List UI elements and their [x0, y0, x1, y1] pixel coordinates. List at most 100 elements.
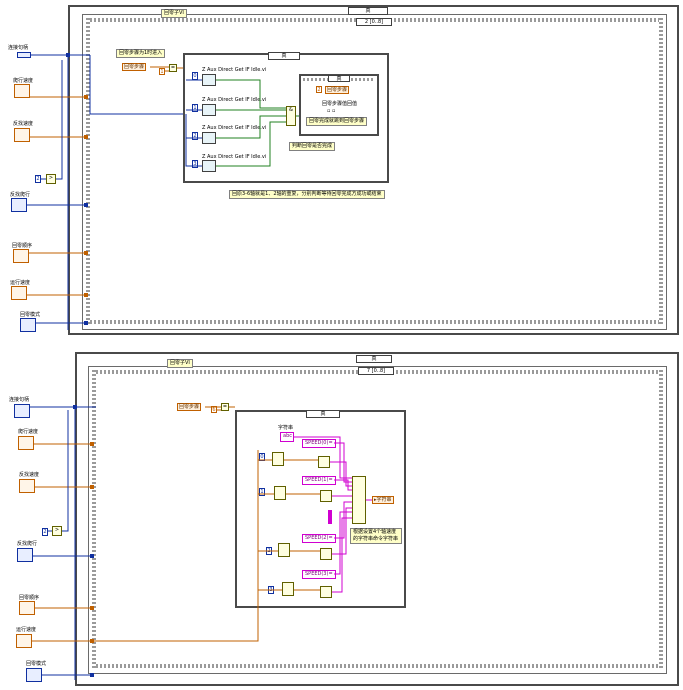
bottom-inner-case-true: 真 [320, 411, 326, 417]
top-wire-step [150, 66, 183, 72]
top-compound-and: & [286, 106, 296, 126]
bottom-while-loop [75, 352, 679, 686]
bottom-inner-case-selector[interactable]: 真 [306, 410, 340, 418]
top-tunnel-handle [66, 53, 70, 57]
top-case-true-label: 真 [365, 8, 371, 14]
top-subvi-3[interactable] [202, 160, 216, 172]
bottom-control-reverse-creep[interactable] [17, 548, 33, 562]
top-tunnel-reverse-creep [84, 203, 88, 207]
top-wire-select [41, 60, 63, 180]
bottom-control-label-reverse-creep: 反找爬行 [17, 541, 38, 547]
top-const-two-left: 2 [35, 175, 41, 183]
top-tunnel-order [84, 251, 88, 255]
top-innermost-selector[interactable]: 真 [328, 75, 350, 82]
bottom-control-label-handle: 连接句柄 [9, 397, 30, 403]
top-equal-operator: = [169, 64, 177, 72]
bottom-control-run[interactable] [16, 634, 32, 648]
bottom-wire-select [48, 410, 69, 532]
top-control-mode[interactable] [20, 318, 36, 332]
bottom-wire-run [32, 450, 259, 642]
top-control-label-creep: 爬行速度 [13, 78, 34, 84]
bottom-wire-speed3 [334, 511, 352, 575]
bottom-wire-step [205, 406, 235, 411]
bottom-wire-idx-out [284, 459, 320, 591]
top-control-label-handle: 连接句柄 [8, 45, 29, 51]
top-case-true-selector[interactable]: 真 [348, 7, 388, 15]
top-control-creep[interactable] [14, 84, 30, 98]
top-control-label-run: 运行速度 [10, 280, 31, 286]
top-select-operator: > [46, 174, 56, 184]
bottom-tunnel-reverse-creep [90, 554, 94, 558]
top-inner-case-selector[interactable]: 真 [268, 52, 300, 60]
top-wire-handle-inner [89, 55, 183, 115]
top-control-run[interactable] [11, 286, 27, 300]
top-control-label-order: 回零顺序 [12, 243, 33, 249]
bottom-wire-numstr3 [332, 517, 352, 593]
top-bottom-note: 回原3-6轴就是1、2轴的重复，分别判断等待回零完成方成功或结束 [229, 190, 385, 199]
top-wire-sub0 [216, 79, 286, 109]
top-case-border-right [659, 18, 663, 324]
top-subvi-2[interactable] [202, 132, 216, 144]
bottom-wire-speed2 [334, 501, 352, 539]
top-control-order[interactable] [13, 249, 29, 263]
bottom-index-node-1 [274, 486, 286, 500]
top-control-reverse[interactable] [14, 128, 30, 142]
bottom-control-mode[interactable] [26, 668, 42, 682]
top-control-label-reverse-creep: 反找爬行 [10, 192, 31, 198]
top-axis-const-3: 3 [192, 160, 198, 168]
bottom-index-node-0 [272, 452, 284, 466]
top-idle-label: 判断回零是否完成 [289, 142, 336, 151]
bottom-tunnel-run [90, 639, 94, 643]
top-control-handle[interactable] [17, 52, 31, 58]
bottom-case-border-left [92, 370, 96, 668]
bottom-case-index-selector[interactable]: 7 [0..8] [358, 367, 394, 375]
top-wire-sub3 [216, 121, 286, 167]
top-const-two: 2 [316, 86, 322, 93]
top-control-label-mode: 回零模式 [20, 312, 41, 318]
bottom-num-to-str-2 [320, 548, 332, 560]
bottom-wire-numstr2 [332, 507, 352, 555]
top-case-border-bottom [86, 320, 663, 324]
bottom-panel-title: 回零子VI [167, 359, 193, 368]
top-comment-step: 回零步骤值回值 [322, 101, 358, 107]
bottom-control-label-mode: 回零模式 [26, 661, 47, 667]
bottom-tunnel-reverse [90, 485, 94, 489]
bottom-case-true-selector[interactable]: 真 [356, 355, 392, 363]
bottom-control-order[interactable] [19, 601, 35, 615]
bottom-case-true-label: 真 [371, 356, 377, 362]
top-subvi-label-2: Z Aux Direct Get IF Idle.vi [202, 125, 267, 131]
bottom-num-to-str-1 [320, 490, 332, 502]
bottom-axis-const-1: 1 [259, 488, 265, 496]
top-subvi-0[interactable] [202, 74, 216, 86]
bottom-control-reverse[interactable] [19, 479, 35, 493]
top-wire-handle-sub [185, 79, 202, 167]
bottom-control-handle[interactable] [14, 404, 30, 418]
bottom-wire-speed-dist [257, 459, 282, 591]
top-step-label: 回零步骤为1时进入 [116, 49, 166, 58]
bottom-case-structure [88, 366, 667, 674]
top-control-reverse-creep[interactable] [11, 198, 27, 212]
top-case-border-left [86, 18, 90, 324]
top-subvi-1[interactable] [202, 104, 216, 116]
bottom-wire-speed1 [334, 479, 352, 491]
bottom-control-label-reverse: 反找速度 [19, 472, 40, 478]
bottom-tunnel-mode [90, 673, 94, 677]
bottom-case-border-bottom [92, 664, 663, 668]
bottom-result-local-text: 字符串 [376, 497, 392, 503]
top-tunnel-creep [84, 95, 88, 99]
top-subvi-label-3: Z Aux Direct Get IF Idle.vi [202, 154, 267, 160]
bottom-result-local: ▸字符串 [372, 496, 394, 504]
bottom-num-to-str-0 [318, 456, 330, 468]
bottom-case-index-label: 7 [0..8] [366, 368, 386, 374]
bottom-control-label-creep: 爬行速度 [18, 429, 39, 435]
bottom-equal-operator: = [221, 403, 229, 411]
top-comment-value: ▫ ▫ [327, 108, 336, 114]
top-case-index-selector[interactable]: 2 [0..8] [356, 18, 392, 26]
bottom-pink-bar [328, 510, 332, 524]
bottom-tunnel-creep [90, 442, 94, 446]
bottom-string-control[interactable]: abc [280, 432, 294, 442]
bottom-control-creep[interactable] [18, 436, 34, 450]
top-subvi-label-1: Z Aux Direct Get IF Idle.vi [202, 97, 267, 103]
bottom-comment: 根据设置4个轴速度的字符串命令字符串 [350, 528, 402, 544]
